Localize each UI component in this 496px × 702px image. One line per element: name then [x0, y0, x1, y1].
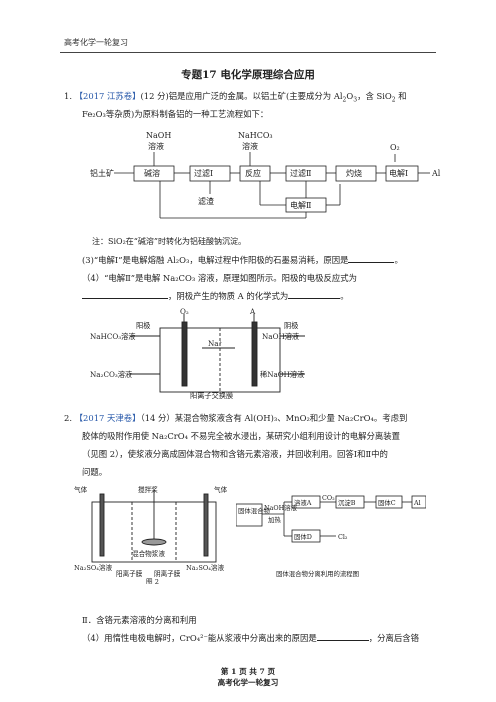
cl2-label: Cl₂	[338, 533, 348, 541]
q1-note: 注：SiO₂在“碱溶”时转化为铝硅酸钠沉淀。	[92, 237, 246, 246]
cation-membrane-label: 阳离子膜	[116, 569, 143, 578]
co2-label: CO₂	[322, 494, 335, 502]
header-rule	[60, 52, 436, 53]
q2-line2: 胶体的吸附作用使 Na₂CrO₄ 不易完全被水浸出，某研究小组利用设计的电解分离…	[82, 431, 401, 441]
naoh-label: NaOH	[146, 131, 171, 140]
box-calcine: 灼烧	[346, 168, 362, 178]
box-reaction: 反应	[245, 168, 261, 178]
anion-membrane-label: 阴离子膜	[154, 569, 181, 578]
o2-label: O₂	[390, 143, 400, 152]
naoh-reagent-label: NaOH溶液	[264, 503, 298, 512]
q2-line4: 问题。	[82, 467, 108, 477]
cathode-label: 阴极	[284, 321, 298, 330]
q1-line2: Fe₂O₃等杂质)为原料制备铝的一种工艺流程如下：	[82, 109, 269, 119]
q1-text-a: (12 分)铝是应用广泛的金属。以铝土矿(主要成分为 Al	[140, 91, 343, 101]
process-flowchart: NaOH 溶液 NaHCO₃ 溶液 O₂ 铝土矿 碱溶 过滤Ⅰ 反应 过滤Ⅱ 灼…	[90, 131, 441, 219]
na2co3-solution: Na₂CO₃溶液	[90, 370, 132, 379]
right-sulfate-label: Na₂SO₄溶液	[186, 563, 225, 572]
anode-label: 阳极	[136, 321, 150, 330]
naoh-solution: NaOH溶液	[262, 332, 299, 341]
solid-d-label: 固体D	[294, 532, 312, 541]
gas-left-label: 气体	[74, 485, 88, 494]
box-electrolysis-2: 电解Ⅱ	[290, 200, 311, 210]
nahco3-label: NaHCO₃	[238, 131, 273, 140]
q1-text-b: O	[346, 91, 354, 101]
q1-text-c: ，含 SiO	[357, 91, 392, 101]
figure-2-caption: 图 2	[146, 578, 159, 584]
nahco3-solution: NaHCO₃溶液	[90, 332, 136, 341]
q1-part4-b: ，阴极产生的物质 A 的化学式为。	[82, 290, 349, 302]
o2-gas-label: O₂	[180, 308, 189, 316]
membrane-label: 阳离子交换膜	[190, 391, 233, 400]
nahco3-solution-label: 溶液	[242, 141, 258, 151]
page-number: 第 1 页 共 7 页	[220, 667, 276, 676]
box-filter-1: 过滤Ⅰ	[194, 168, 213, 178]
q1-text-d: 和	[398, 91, 407, 101]
slurry-label: 混合物浆液	[132, 549, 165, 558]
solution-a-label: 溶液A	[294, 498, 312, 507]
bauxite-label: 铝土矿	[90, 168, 114, 178]
product-a-label: A	[249, 308, 256, 316]
gas-right-label: 气体	[214, 485, 228, 494]
q2-source: 【2017 天津卷】	[74, 413, 141, 423]
figure-2-apparatus: 气体 搅拌桨 气体 混合物浆液 Na₂SO₄溶液 阳离子膜 阴离子膜 Na₂SO…	[74, 485, 228, 584]
dilute-naoh-solution: 稀NaOH溶液	[260, 370, 304, 379]
naoh-solution-label: 溶液	[148, 141, 164, 151]
q1-part3: (3)“电解Ⅰ”是电解熔融 Al₂O₃，电解过程中作阳极的石墨易消耗，原因是。	[82, 255, 403, 265]
solid-mixture-label: 固体混合物	[238, 506, 271, 515]
residue-label: 滤渣	[198, 196, 214, 206]
box-electrolysis-1: 电解Ⅰ	[389, 168, 408, 178]
q2-line1: 2. 【2017 天津卷】（14 分）某混合物浆液含有 Al(OH)₃、MnO₂…	[64, 413, 408, 423]
box-filter-2: 过滤Ⅱ	[290, 168, 311, 178]
precipitate-b-label: 沉淀B	[338, 498, 356, 507]
box-alkali-dissolve: 碱溶	[144, 168, 160, 178]
page-title: 专题17 电化学原理综合应用	[181, 69, 315, 81]
electrolysis-cell-diagram: O₂ A 阳极 阴极 NaHCO₃溶液 NaOH溶液 Na⁺ Na₂CO₃溶液 …	[90, 308, 305, 400]
al-product-label: Al	[413, 499, 421, 507]
na-ion-label: Na⁺	[208, 339, 223, 348]
al-output-label: Al	[431, 169, 441, 178]
q1-source: 【2017 江苏卷】	[74, 91, 141, 101]
q2-section-2: Ⅱ．含铬元素溶液的分离和利用	[82, 615, 197, 625]
left-sulfate-label: Na₂SO₄溶液	[74, 563, 113, 572]
page-header: 高考化学一轮复习	[64, 38, 128, 47]
solid-c-label: 固体C	[378, 498, 396, 507]
stirrer-label: 搅拌桨	[138, 485, 158, 494]
separation-flowchart: 固体混合物 NaOH溶液 加热 溶液A CO₂ 沉淀B 固体C Al 固体D C…	[236, 494, 426, 578]
q2-line3: （见图 2），使浆液分离成固体混合物和含铬元素溶液，并回收利用。回答Ⅰ和Ⅱ中的	[82, 449, 388, 459]
footer-title: 高考化学一轮复习	[217, 678, 279, 687]
heat-label: 加热	[268, 515, 281, 524]
q2-part4: （4）用惰性电极电解时，CrO₄²⁻能从浆液中分离出来的原因是，分离后含铬	[82, 633, 419, 643]
flowchart-caption: 固体混合物分离利用的流程图	[276, 569, 359, 578]
q1-line1: 1. 【2017 江苏卷】(12 分)铝是应用广泛的金属。以铝土矿(主要成分为 …	[64, 91, 407, 104]
q1-part4: （4）“电解Ⅱ”是电解 Na₂CO₃ 溶液，原理如图所示。阳极的电极反应式为	[82, 273, 357, 283]
q1-number: 1.	[64, 91, 72, 101]
